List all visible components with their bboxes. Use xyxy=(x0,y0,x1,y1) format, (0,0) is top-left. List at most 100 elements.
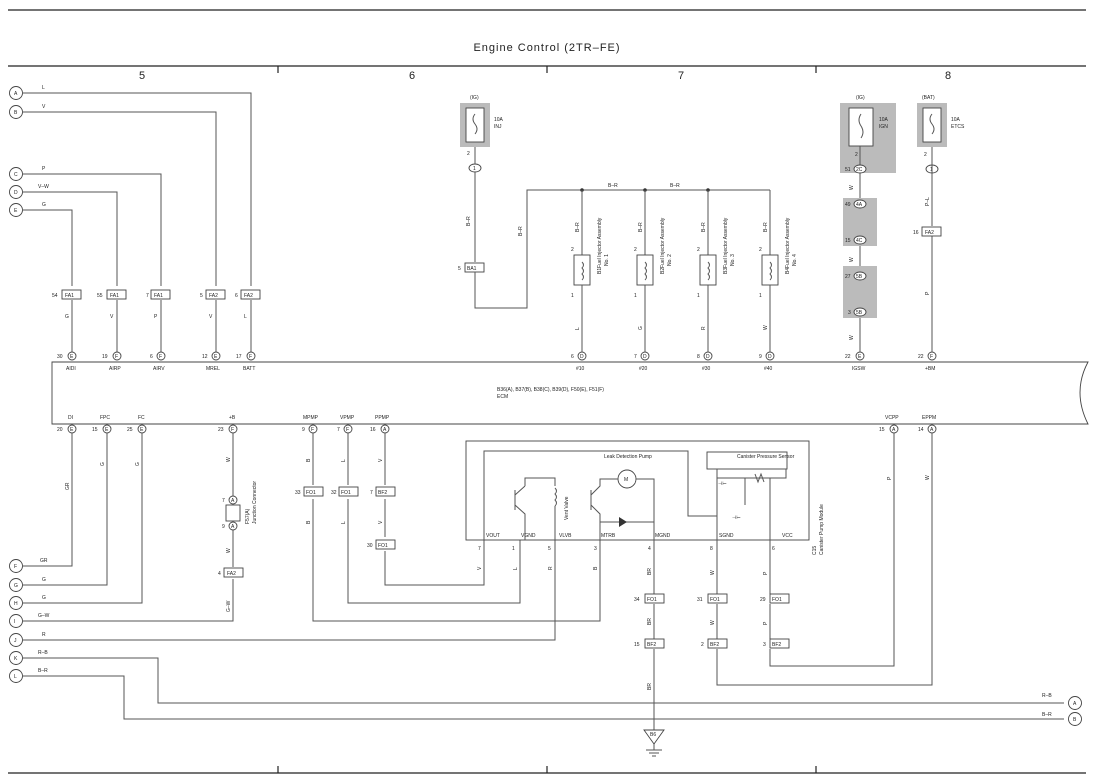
svg-text:W: W xyxy=(849,257,855,262)
svg-text:8: 8 xyxy=(697,354,700,360)
svg-text:R: R xyxy=(701,326,707,330)
svg-text:DI: DI xyxy=(68,415,73,421)
conn-fo1-33: 33 FO1 xyxy=(295,486,324,497)
svg-text:G: G xyxy=(42,202,46,208)
svg-text:B3: B3 xyxy=(723,268,729,274)
svg-text:19: 19 xyxy=(102,354,108,360)
svg-text:4C: 4C xyxy=(856,238,863,244)
svg-text:VPMP: VPMP xyxy=(340,415,355,421)
svg-text:BR: BR xyxy=(647,568,653,575)
svg-text:Fuel Injector Assembly: Fuel Injector Assembly xyxy=(660,217,666,268)
svg-text:1: 1 xyxy=(634,293,637,299)
svg-text:6: 6 xyxy=(571,354,574,360)
svg-text:D: D xyxy=(643,354,647,360)
svg-text:D: D xyxy=(14,190,18,196)
svg-text:A: A xyxy=(14,91,18,97)
svg-text:9: 9 xyxy=(302,427,305,433)
svg-text:I: I xyxy=(14,619,15,625)
svg-text:#20: #20 xyxy=(639,366,648,372)
svg-text:16: 16 xyxy=(913,230,919,236)
svg-text:12: 12 xyxy=(202,354,208,360)
svg-text:F: F xyxy=(346,427,349,433)
conn-bf2-15: 15 BF2 xyxy=(634,638,665,649)
svg-text:G–W: G–W xyxy=(226,600,232,612)
svg-text:(IG): (IG) xyxy=(470,95,479,101)
svg-text:FO1: FO1 xyxy=(306,490,316,496)
svg-text:IGN: IGN xyxy=(879,124,888,130)
svg-text:5: 5 xyxy=(200,293,203,299)
svg-text:25: 25 xyxy=(127,427,133,433)
conn-ba1: 5 BA1 xyxy=(458,262,485,273)
svg-text:2: 2 xyxy=(924,152,927,158)
svg-text:W: W xyxy=(226,457,232,462)
svg-text:34: 34 xyxy=(634,597,640,603)
svg-text:B4: B4 xyxy=(785,268,791,274)
svg-text:15: 15 xyxy=(92,427,98,433)
svg-text:BF2: BF2 xyxy=(378,490,387,496)
svg-text:B–R: B–R xyxy=(1042,712,1052,718)
svg-text:BR: BR xyxy=(647,618,653,625)
svg-text:30: 30 xyxy=(367,543,373,549)
svg-text:VCC: VCC xyxy=(782,533,793,539)
svg-text:A: A xyxy=(231,498,235,504)
svg-text:B: B xyxy=(593,566,599,570)
svg-text:MPMP: MPMP xyxy=(303,415,319,421)
ecm-box xyxy=(51,361,1089,425)
svg-text:1: 1 xyxy=(571,293,574,299)
conn-fa2-6: 6 FA2 xyxy=(235,289,261,300)
svg-text:MGND: MGND xyxy=(655,533,671,539)
svg-text:22: 22 xyxy=(845,354,851,360)
svg-text:B1: B1 xyxy=(597,268,603,274)
svg-text:A: A xyxy=(231,524,235,530)
svg-text:BR: BR xyxy=(647,683,653,690)
svg-text:AIRV: AIRV xyxy=(153,366,165,372)
svg-text:G: G xyxy=(135,462,141,466)
svg-text:Fuel Injector Assembly: Fuel Injector Assembly xyxy=(723,217,729,268)
svg-text:7: 7 xyxy=(370,490,373,496)
svg-text:G–W: G–W xyxy=(38,613,50,619)
svg-text:2: 2 xyxy=(571,247,574,253)
canister-pump-module: C15 Canister Pump Module Vent Valve M Le… xyxy=(465,440,825,555)
svg-text:E: E xyxy=(214,354,218,360)
svg-text:10A: 10A xyxy=(879,117,889,123)
svg-text:6: 6 xyxy=(235,293,238,299)
svg-text:+B: +B xyxy=(229,415,236,421)
svg-text:FA2: FA2 xyxy=(227,571,236,577)
svg-text:55: 55 xyxy=(97,293,103,299)
svg-text:54: 54 xyxy=(52,293,58,299)
svg-text:F: F xyxy=(159,354,162,360)
svg-text:#40: #40 xyxy=(764,366,773,372)
svg-text:7: 7 xyxy=(478,546,481,552)
svg-text:R: R xyxy=(548,566,554,570)
svg-text:C: C xyxy=(14,172,18,178)
ground-b6: B6 xyxy=(643,729,665,757)
svg-text:Fuel Injector Assembly: Fuel Injector Assembly xyxy=(597,217,603,268)
conn-fa1-7: 7 FA1 xyxy=(146,289,171,300)
svg-text:R–B: R–B xyxy=(38,650,48,656)
svg-text:FO1: FO1 xyxy=(710,597,720,603)
conn-fa1-55: 55 FA1 xyxy=(97,289,127,300)
diagram-title: Engine Control (2TR–FE) xyxy=(473,42,620,54)
svg-text:(BAT): (BAT) xyxy=(922,95,935,101)
svg-text:(IG): (IG) xyxy=(856,95,865,101)
svg-text:14: 14 xyxy=(918,427,924,433)
svg-text:15: 15 xyxy=(634,642,640,648)
svg-text:E: E xyxy=(105,427,109,433)
svg-text:15: 15 xyxy=(845,238,851,244)
svg-text:SGND: SGND xyxy=(719,533,734,539)
svg-text:B: B xyxy=(306,520,312,524)
svg-text:D: D xyxy=(580,354,584,360)
svg-text:FO1: FO1 xyxy=(378,543,388,549)
ecm-name: ECM xyxy=(497,394,508,400)
svg-text:L: L xyxy=(244,314,247,320)
svg-text:30: 30 xyxy=(57,354,63,360)
svg-text:P: P xyxy=(42,166,46,172)
svg-text:B: B xyxy=(1073,717,1077,723)
svg-text:L: L xyxy=(42,85,45,91)
svg-text:B–R: B–R xyxy=(518,226,524,236)
svg-text:E: E xyxy=(70,354,74,360)
svg-text:9: 9 xyxy=(222,524,225,530)
